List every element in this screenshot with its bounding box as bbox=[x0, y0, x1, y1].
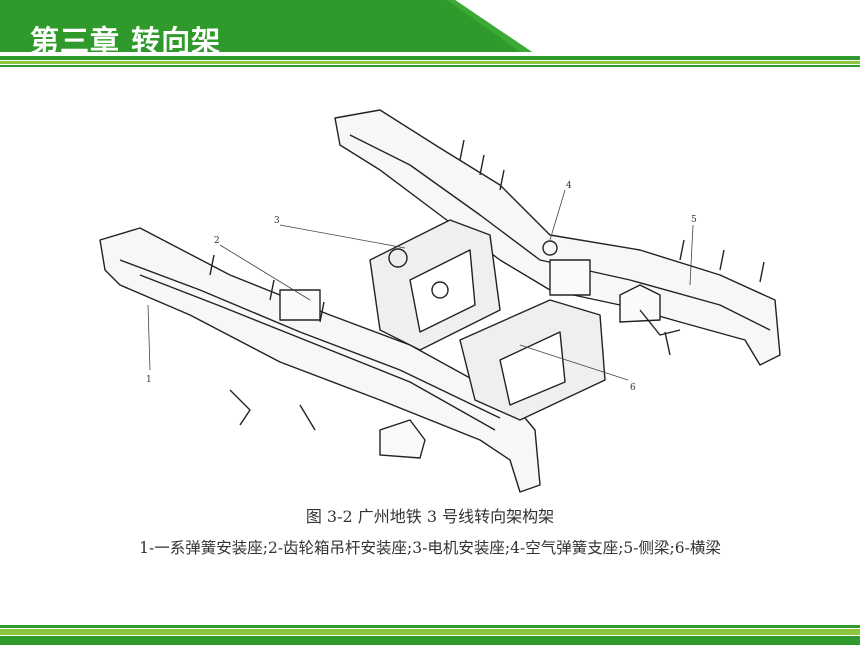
callout-5: 5 bbox=[691, 215, 697, 225]
callout-1: 1 bbox=[146, 375, 152, 385]
chapter-title: 第三章 转向架 bbox=[30, 24, 222, 58]
callout-4: 4 bbox=[566, 181, 572, 191]
figure-caption-legend: 1-一系弹簧安装座;2-齿轮箱吊杆安装座;3-电机安装座;4-空气弹簧支座;5-… bbox=[139, 539, 721, 557]
figure-caption-title: 图 3-2 广州地铁 3 号线转向架构架 bbox=[305, 507, 555, 526]
bogie-frame-drawing: 1 2 3 4 5 6 bbox=[99, 109, 781, 493]
callout-3: 3 bbox=[274, 216, 280, 226]
footer-stripe bbox=[0, 625, 860, 645]
callout-6: 6 bbox=[630, 383, 636, 393]
callout-2: 2 bbox=[214, 236, 220, 246]
header-banner bbox=[0, 0, 860, 67]
